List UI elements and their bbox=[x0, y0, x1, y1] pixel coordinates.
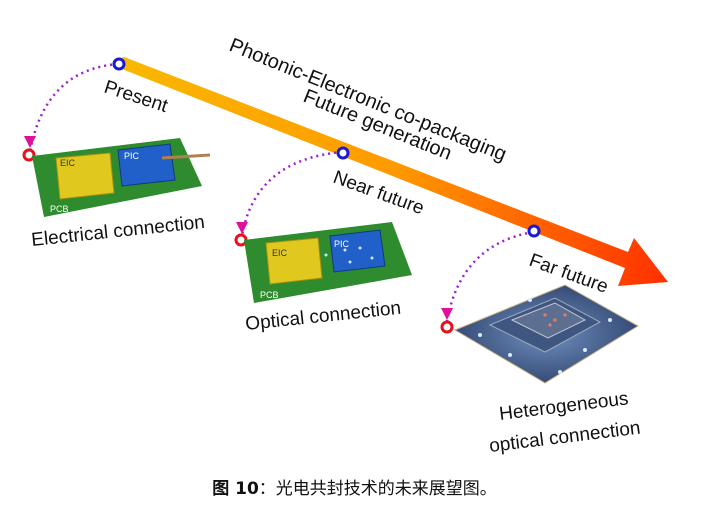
marker-far bbox=[527, 224, 541, 238]
heterogeneous-package bbox=[453, 284, 639, 384]
marker-heterogeneous bbox=[440, 320, 454, 334]
connector-near bbox=[240, 150, 343, 237]
pcb-label-2: PCB bbox=[260, 290, 279, 300]
pcb-label: PCB bbox=[50, 204, 69, 214]
figure-caption: 图 10：光电共封技术的未来展望图。 bbox=[0, 474, 709, 499]
caption-prefix: 图 10 bbox=[212, 479, 259, 499]
label-heterogeneous: Heterogeneous bbox=[498, 388, 630, 425]
pic-label: PIC bbox=[124, 151, 140, 161]
label-electrical: Electrical connection bbox=[30, 212, 206, 251]
marker-electrical bbox=[22, 148, 36, 162]
label-optical: Optical connection bbox=[244, 298, 402, 335]
electrical-board: EIC PIC PCB bbox=[32, 138, 211, 217]
arrowheads bbox=[24, 136, 453, 320]
marker-present bbox=[112, 57, 126, 71]
pic-label-2: PIC bbox=[334, 239, 350, 249]
marker-near bbox=[336, 146, 350, 160]
caption-text: ：光电共封技术的未来展望图。 bbox=[258, 479, 497, 499]
eic-label: EIC bbox=[60, 158, 76, 168]
connector-present bbox=[28, 62, 119, 153]
optical-board: EIC PIC PCB bbox=[244, 222, 412, 303]
eic-label-2: EIC bbox=[272, 248, 288, 258]
arrow-title: Photonic-Electronic co-packaging bbox=[226, 34, 509, 166]
